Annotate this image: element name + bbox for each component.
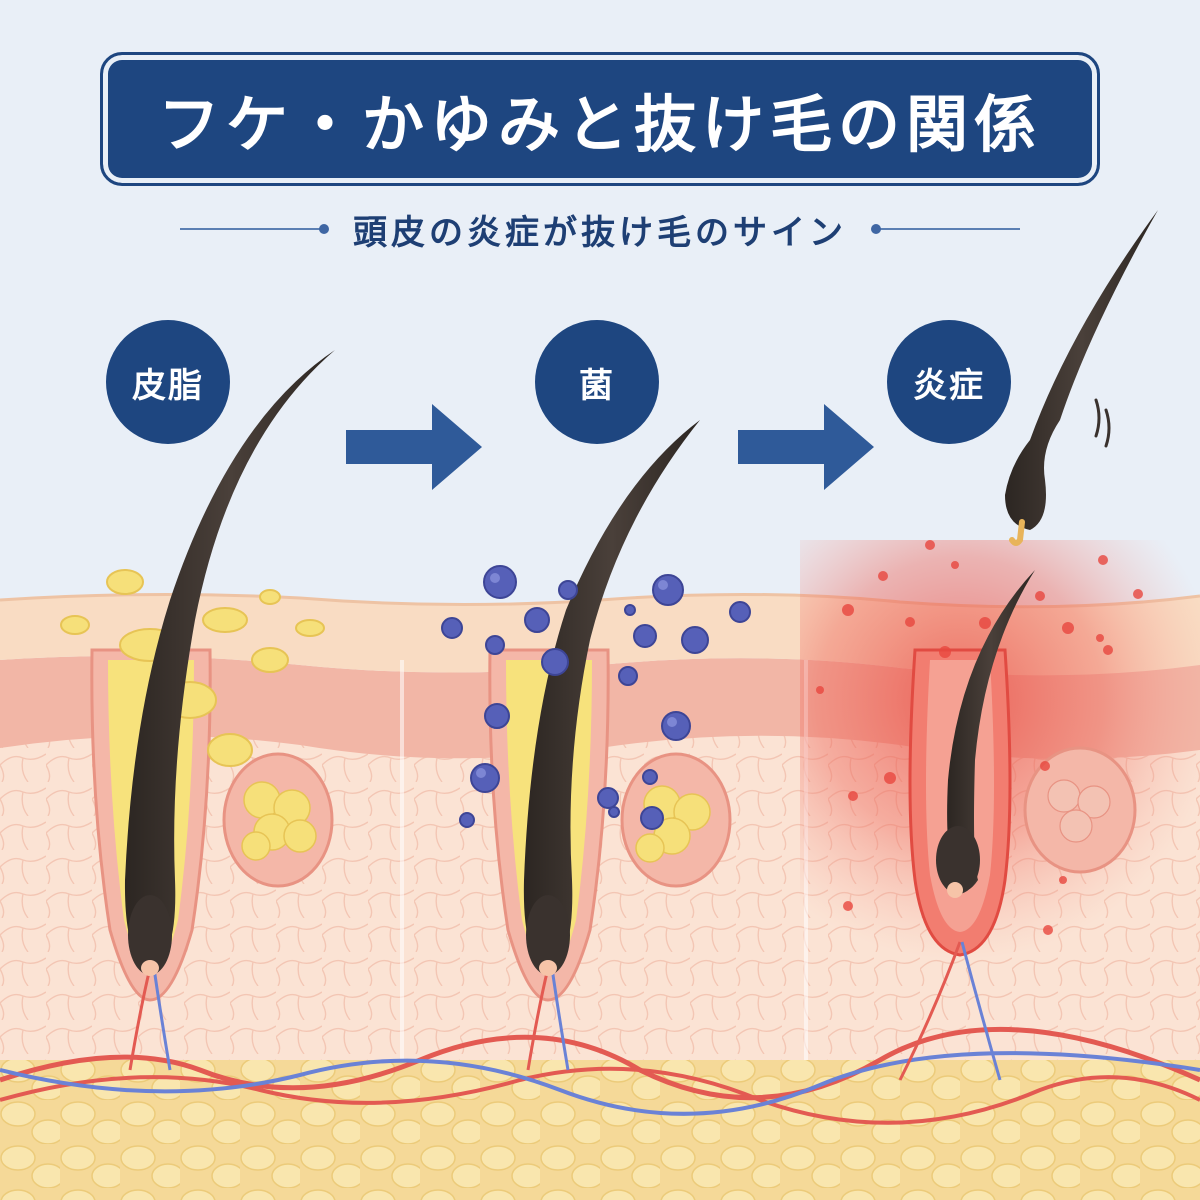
falling-hair bbox=[1005, 210, 1158, 530]
subtitle: 頭皮の炎症が抜け毛のサイン bbox=[353, 212, 847, 253]
stage-label: 菌 bbox=[579, 365, 615, 406]
vein bbox=[0, 1051, 1200, 1116]
follicle-3-inflamed bbox=[816, 210, 1158, 1081]
subtitle-divider-right bbox=[871, 224, 1020, 234]
stage-label: 炎症 bbox=[913, 365, 985, 406]
arrow-right-icon bbox=[738, 404, 874, 490]
stage-badge-sebum: 皮脂 bbox=[106, 320, 230, 444]
follicle-1 bbox=[60, 350, 335, 1071]
follicle-2 bbox=[441, 420, 751, 1071]
subtitle-row: 頭皮の炎症が抜け毛のサイン bbox=[180, 206, 1020, 253]
artery bbox=[0, 1026, 1200, 1101]
bacteria-cluster bbox=[441, 565, 751, 830]
stage-badge-bacteria: 菌 bbox=[535, 320, 659, 444]
arrow-right-icon bbox=[346, 404, 482, 490]
divider-dot-icon bbox=[319, 224, 329, 234]
page-title: フケ・かゆみと抜け毛の関係 bbox=[157, 88, 1042, 161]
subtitle-divider-left bbox=[180, 224, 329, 234]
stage-label: 皮脂 bbox=[132, 365, 204, 406]
divider-dot-icon bbox=[871, 224, 881, 234]
stage-badge-inflammation: 炎症 bbox=[887, 320, 1011, 444]
title-banner: フケ・かゆみと抜け毛の関係 bbox=[100, 52, 1100, 186]
